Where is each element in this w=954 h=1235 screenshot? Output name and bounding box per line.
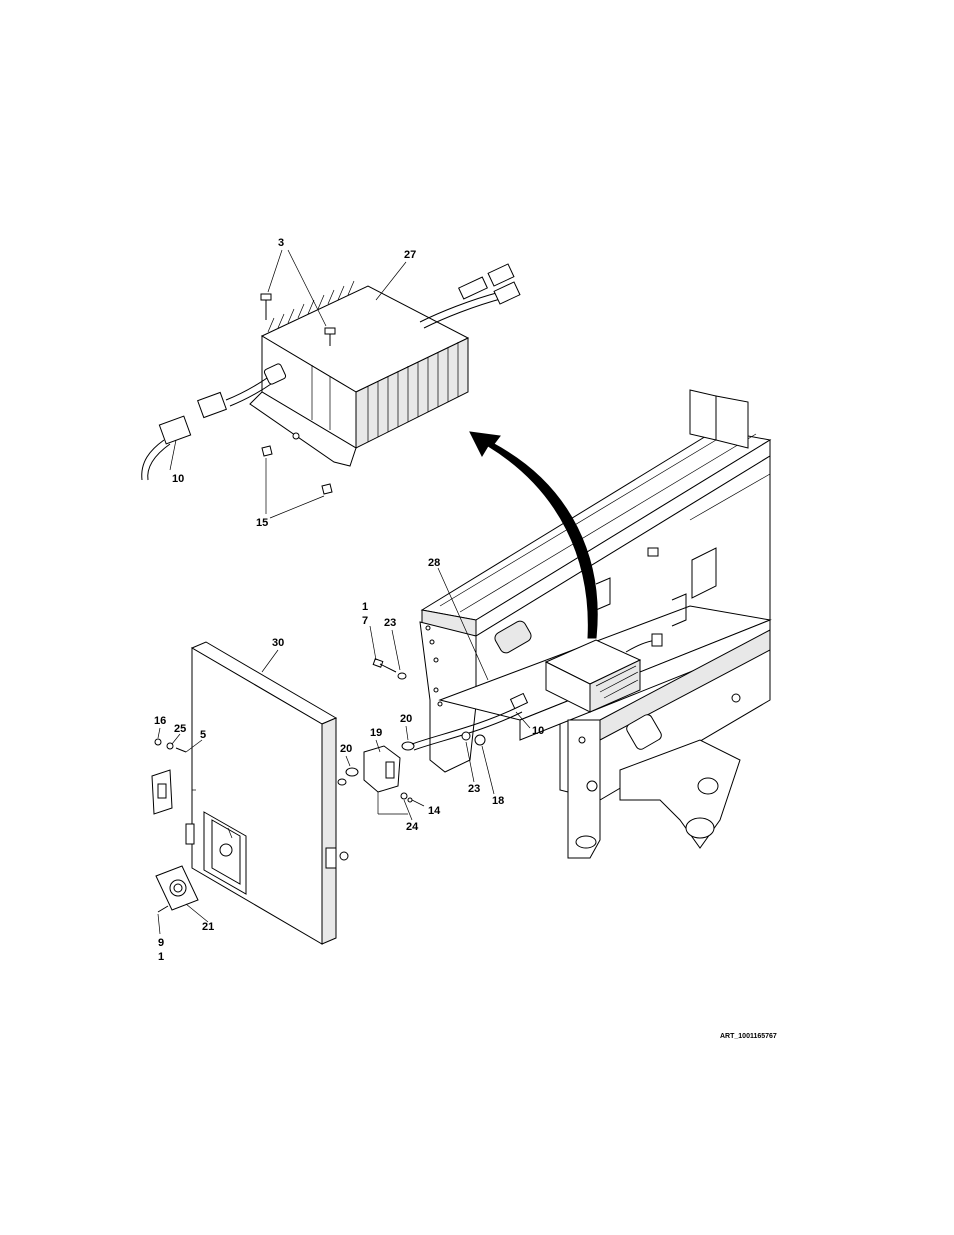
callout-18: 18 xyxy=(492,795,504,807)
callout-1-7-top: 1 xyxy=(362,601,368,613)
callout-19: 19 xyxy=(370,727,382,739)
callout-9-1-top: 9 xyxy=(158,937,164,949)
callout-20-right: 20 xyxy=(400,713,412,725)
detail-arrow xyxy=(469,431,598,639)
callout-10-bottom: 10 xyxy=(532,725,544,737)
battery-charger-installed xyxy=(544,633,663,713)
bracket-19 xyxy=(337,741,415,803)
callout-21: 21 xyxy=(202,921,214,933)
hinge-part xyxy=(151,769,173,815)
battery-charger-detail xyxy=(141,263,521,495)
callout-28: 28 xyxy=(428,557,440,569)
callout-24: 24 xyxy=(406,821,419,833)
callout-1-7-bottom: 7 xyxy=(362,615,368,627)
callout-3: 3 xyxy=(278,237,284,249)
callout-5: 5 xyxy=(200,729,206,741)
bolt-7 xyxy=(372,658,407,680)
callout-9-1-bottom: 1 xyxy=(158,951,164,963)
door-panel-30 xyxy=(185,641,349,945)
leader-lines xyxy=(157,249,531,935)
receptacle-21 xyxy=(155,865,199,911)
callout-27: 27 xyxy=(404,249,416,261)
small-hardware xyxy=(154,738,187,753)
screw-3 xyxy=(260,293,336,346)
callout-15: 15 xyxy=(256,517,268,529)
callout-14: 14 xyxy=(428,805,441,817)
callout-23-top: 23 xyxy=(384,617,396,629)
art-id: ART_1001165767 xyxy=(720,1033,777,1040)
callout-25: 25 xyxy=(174,723,186,735)
nut-15 xyxy=(261,445,333,495)
callout-23-bottom: 23 xyxy=(468,783,480,795)
callout-30: 30 xyxy=(272,637,284,649)
callout-20-left: 20 xyxy=(340,743,352,755)
callout-labels: 3 27 10 15 28 1 7 23 30 16 25 5 19 20 20… xyxy=(154,237,544,963)
callout-16: 16 xyxy=(154,715,166,727)
callout-10-top: 10 xyxy=(172,473,184,485)
